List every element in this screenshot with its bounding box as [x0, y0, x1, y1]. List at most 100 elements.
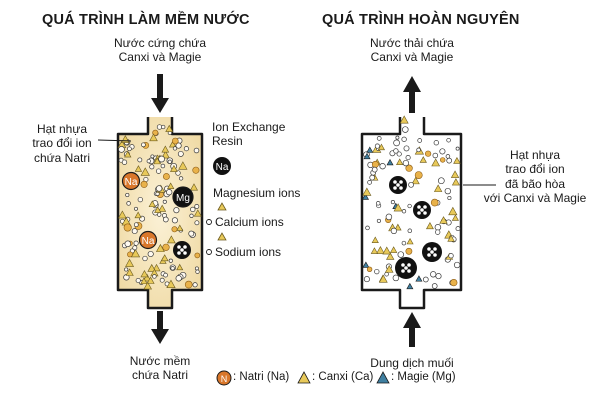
resin-bead — [189, 213, 194, 218]
legend-magie-text: : Magie (Mg) — [391, 371, 456, 383]
resin-bead — [392, 274, 400, 282]
resin-bead — [160, 163, 166, 169]
exchange-resin-line1: Ion Exchange — [212, 120, 286, 134]
calcium-dot-marker — [206, 219, 212, 225]
resin-bead — [194, 220, 200, 226]
resin-label-line3: chứa Natri — [33, 150, 91, 165]
sodium-ions-label: Sodium ions — [215, 245, 282, 259]
resin-bead — [175, 275, 182, 282]
resin-bead — [435, 229, 441, 235]
resin-label-line1: Hạt nhựa — [36, 122, 88, 136]
resin-bead — [390, 227, 398, 235]
sodium-ion-2-label: Na — [142, 236, 155, 247]
calcium-ion — [439, 216, 448, 224]
softening-input-arrow — [151, 74, 169, 113]
resin-bead — [447, 195, 452, 201]
resin-bead — [124, 240, 132, 248]
resin-bead — [371, 166, 378, 173]
resin-bead — [395, 135, 400, 140]
calcium-ion — [450, 170, 460, 178]
exchange-resin-line2: Resin — [212, 134, 243, 149]
resin-label-line2: trao đổi ion — [32, 136, 92, 151]
resin-bead — [126, 201, 131, 206]
resin-bead — [367, 180, 372, 185]
resin-bead — [445, 154, 451, 159]
saturated-line3: đã bão hòa — [504, 176, 566, 191]
legend-canxi-icon — [297, 371, 311, 384]
resin-bead — [158, 155, 165, 163]
resin-bead — [141, 142, 146, 148]
resin-bead — [417, 138, 423, 143]
resin-bead — [163, 272, 168, 278]
resin-bead — [363, 276, 370, 283]
magnesium-ion — [406, 282, 414, 290]
calcium-ion — [149, 133, 158, 142]
regeneration-output-line1: Nước thải chứa — [370, 36, 454, 50]
calcium-ion — [160, 254, 169, 262]
sodium-ion — [440, 157, 446, 163]
sodium-ion — [414, 171, 423, 179]
resin-bead — [416, 147, 421, 153]
resin-pointer-line — [97, 139, 132, 142]
resin-bead — [175, 142, 182, 149]
resin-bead — [365, 225, 370, 231]
calcium-ion — [386, 252, 395, 260]
resin-bead — [408, 181, 414, 188]
exchange-resin-label: Ion Exchange Resin — [212, 120, 285, 149]
softening-output-label: Nước mềm chứa Natri — [100, 354, 220, 383]
resin-bead — [127, 146, 132, 152]
calcium-ion — [425, 222, 434, 230]
resin-bead — [173, 207, 180, 214]
regeneration-output-line2: Canxi và Magie — [370, 50, 454, 65]
calcium-ion — [433, 184, 443, 192]
calcium-ion — [166, 235, 176, 244]
resin-bead-dotted-left — [173, 241, 191, 259]
calcium-ion — [394, 223, 402, 231]
sodium-ion — [194, 252, 201, 259]
magnesium-ion — [361, 193, 370, 200]
magnesium-ion — [415, 275, 423, 282]
calcium-ion — [411, 176, 420, 185]
resin-bead — [135, 277, 141, 284]
resin-bead — [393, 139, 400, 147]
resin-bead — [369, 174, 376, 181]
calcium-ion — [396, 158, 404, 165]
calcium-ion — [170, 164, 178, 172]
resin-bead — [396, 151, 402, 157]
resin-bead — [444, 187, 451, 195]
resin-bead — [167, 159, 172, 164]
sodium-ion-1: Na — [121, 171, 141, 191]
calcium-ion — [189, 183, 198, 191]
resin-bead — [376, 218, 381, 223]
sodium-ion — [123, 223, 132, 232]
resin-bead — [379, 163, 386, 170]
calcium-ion — [178, 161, 188, 170]
resin-bead — [407, 228, 413, 234]
calcium-ions-label: Calcium ions — [215, 215, 284, 229]
calcium-ion — [406, 237, 414, 245]
sodium-ion — [371, 160, 379, 168]
legend-natri-symbol: N — [221, 374, 228, 384]
resin-bead — [131, 228, 138, 235]
sodium-ion — [366, 266, 373, 272]
resin-bead — [162, 216, 169, 223]
resin-bead — [397, 251, 405, 258]
resin-bead — [194, 266, 199, 271]
sodium-ion — [430, 198, 439, 207]
resin-bead — [155, 168, 162, 174]
calcium-ion — [419, 156, 427, 163]
resin-bead — [405, 155, 411, 161]
calcium-ion — [382, 246, 392, 255]
regeneration-column — [360, 115, 463, 310]
sodium-ion — [425, 150, 432, 157]
sodium-ion — [172, 137, 179, 145]
magnesium-ion — [386, 158, 394, 166]
regeneration-input-label: Dung dịch muối — [370, 356, 454, 370]
saturated-resin-bead — [389, 176, 407, 194]
resin-bead — [402, 159, 410, 167]
calcium-ion — [377, 143, 386, 151]
calcium-ion — [124, 150, 132, 158]
calcium-ion — [158, 204, 167, 212]
sodium-ion-1-label: Na — [125, 177, 138, 188]
exchange-resin-na-label: Na — [216, 162, 229, 173]
